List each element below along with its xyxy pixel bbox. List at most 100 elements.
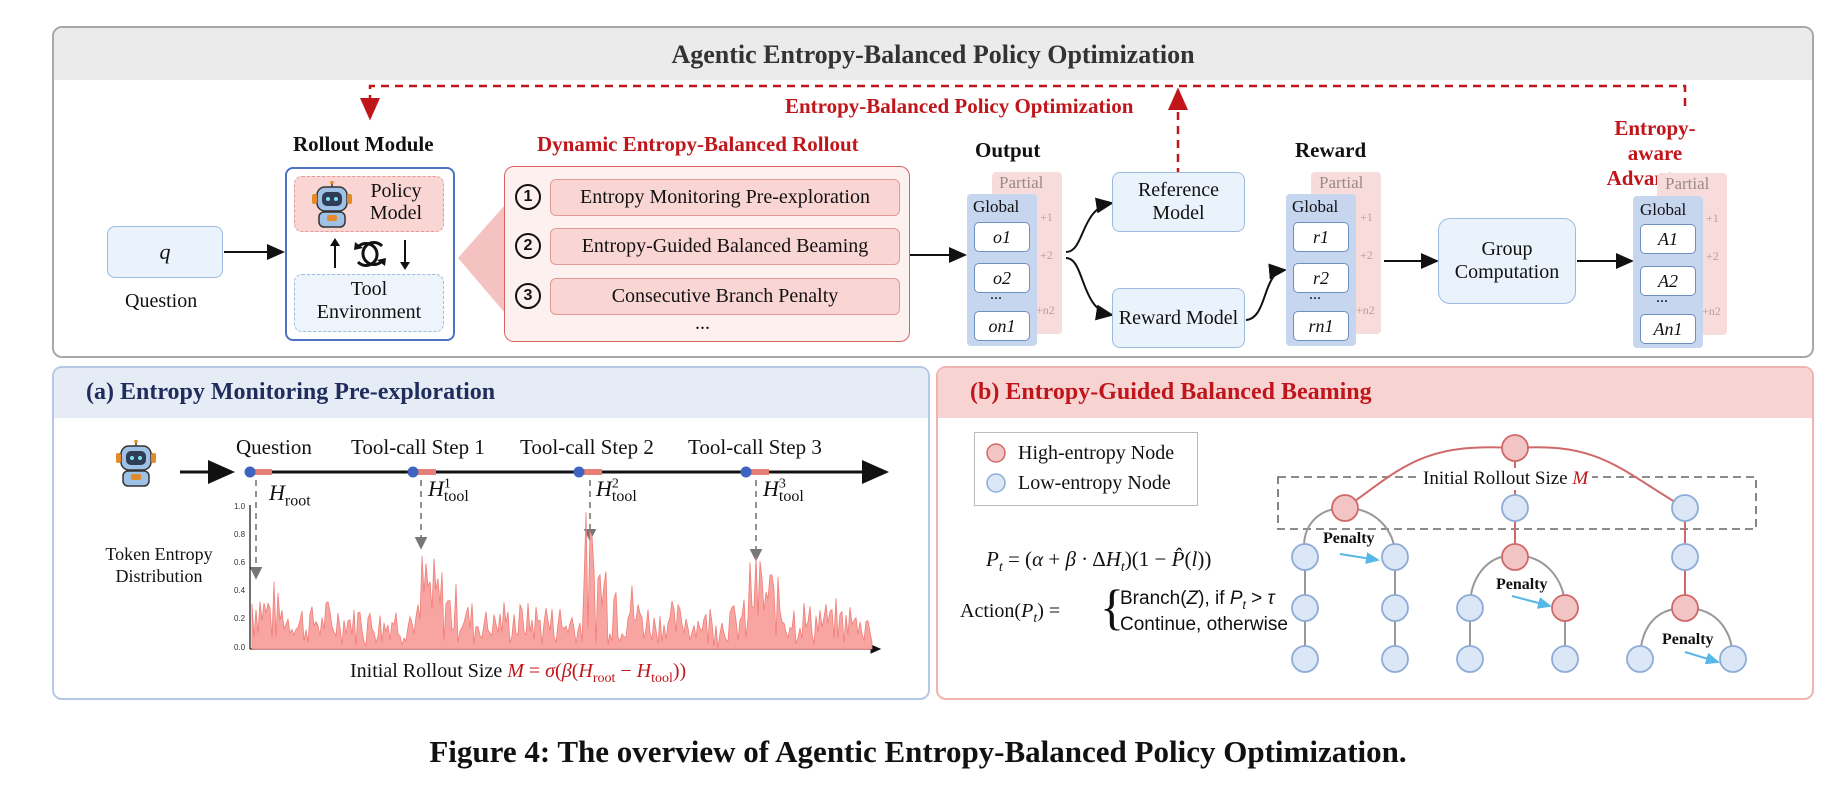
dynamic-rollout-label: Dynamic Entropy-Balanced Rollout xyxy=(537,132,859,156)
entropy-spikes xyxy=(251,512,873,650)
timeline-label-question: Question xyxy=(236,435,312,459)
timeline-label-step1: Tool-call Step 1 xyxy=(351,435,485,459)
panel-a-title: (a) Entropy Monitoring Pre-exploration xyxy=(86,379,496,405)
output-global-label: Global xyxy=(973,197,1020,216)
output-partial-3: +n2 xyxy=(1036,303,1055,317)
reference-model-label: Reference Model xyxy=(1137,179,1220,224)
reward-partial-2: +2 xyxy=(1360,248,1373,262)
y-tick-5: 0.2 xyxy=(234,614,246,623)
legend-high: High-entropy Node xyxy=(1018,442,1175,464)
overview-title: Agentic Entropy-Balanced Policy Optimiza… xyxy=(671,40,1195,69)
action-lhs: Action(Pt) = xyxy=(960,600,1061,626)
y-tick-3: 0.6 xyxy=(234,558,246,567)
y-tick-6: 0.0 xyxy=(234,643,246,652)
figure-caption: Figure 4: The overview of Agentic Entrop… xyxy=(429,734,1407,769)
advantage-partial-3: +n2 xyxy=(1702,304,1721,318)
timeline-label-step3: Tool-call Step 3 xyxy=(688,435,822,459)
reward-item-1: r1 xyxy=(1293,222,1349,252)
overview-connectors xyxy=(224,84,1687,321)
reward-item-2: r2 xyxy=(1293,263,1349,293)
step-2-pill: Entropy-Guided Balanced Beaming xyxy=(550,228,900,265)
policy-model-label: Policy Model xyxy=(366,180,426,224)
action-case1: Branch(Z), if Pt > τ xyxy=(1120,588,1275,612)
ebpo-label: Entropy-Balanced Policy Optimization xyxy=(785,94,1134,118)
penalty-label-3: Penalty xyxy=(1662,631,1714,648)
step-2-number: 2 xyxy=(515,233,541,259)
entropy-label-tool2: H2tool xyxy=(596,476,637,506)
advantage-global-label: Global xyxy=(1640,200,1687,219)
tool-env-label: Tool Environment xyxy=(300,278,438,324)
advantage-item-2: A2 xyxy=(1640,266,1696,296)
action-case2: Continue, otherwise xyxy=(1120,614,1288,635)
advantage-partial-2: +2 xyxy=(1706,249,1719,263)
reward-partial-1: +1 xyxy=(1360,210,1373,224)
legend-markers xyxy=(986,443,1006,493)
reward-item-n: rn1 xyxy=(1293,311,1349,341)
advantage-partial-label: Partial xyxy=(1665,174,1710,193)
robot-icon xyxy=(312,181,352,228)
question-box: q xyxy=(107,226,223,278)
robot-icon-small xyxy=(116,440,156,487)
step-1-pill: Entropy Monitoring Pre-exploration xyxy=(550,179,900,216)
action-brace: { xyxy=(1100,579,1124,635)
panel-b xyxy=(936,366,1814,700)
question-label: Question xyxy=(125,290,198,312)
y-tick-2: 0.8 xyxy=(234,530,246,539)
output-dots: ... xyxy=(990,286,1002,303)
group-computation-box: Group Computation xyxy=(1438,218,1576,304)
output-item-2: o2 xyxy=(974,263,1030,293)
step-3-pill: Consecutive Branch Penalty xyxy=(550,278,900,315)
tool-env-text: Tool Environment xyxy=(316,278,422,323)
group-computation-label: Group Computation xyxy=(1454,238,1560,283)
reward-model-label: Reward Model xyxy=(1118,306,1239,329)
advantage-item-n: An1 xyxy=(1640,314,1696,344)
initial-rollout-label: Initial Rollout Size M xyxy=(1419,468,1593,490)
question-symbol: q xyxy=(159,239,171,265)
rollout-module-label: Rollout Module xyxy=(293,132,434,156)
output-item-n: on1 xyxy=(974,311,1030,341)
output-partial-1: +1 xyxy=(1040,210,1053,224)
initial-rollout-symbol: M xyxy=(1572,468,1589,489)
entropy-timeline-chart xyxy=(180,460,889,654)
entropy-label-tool1: H1tool xyxy=(428,476,469,506)
legend-box xyxy=(974,432,1198,506)
timeline-label-step2: Tool-call Step 2 xyxy=(520,435,654,459)
reward-partial-label: Partial xyxy=(1319,173,1364,192)
entropy-label-tool3: H3tool xyxy=(763,476,804,506)
output-item-1: o1 xyxy=(974,222,1030,252)
output-partial-2: +2 xyxy=(1040,248,1053,262)
reward-global-label: Global xyxy=(1292,197,1339,216)
reward-partial-3: +n2 xyxy=(1356,303,1375,317)
advantage-partial-1: +1 xyxy=(1706,211,1719,225)
panel-b-title: (b) Entropy-Guided Balanced Beaming xyxy=(970,379,1372,405)
panel-a xyxy=(52,366,930,700)
legend-low: Low-entropy Node xyxy=(1018,472,1171,494)
overview-title-bar xyxy=(54,28,1812,80)
tool-env-box xyxy=(294,274,444,332)
token-entropy-label: Token Entropy Distribution xyxy=(92,544,226,587)
formula-p: Pt = (α + β · ΔHt)(1 − P̂(l)) xyxy=(986,547,1212,576)
steps-ellipsis: ... xyxy=(695,312,710,334)
penalty-label-2: Penalty xyxy=(1496,576,1548,593)
entropy-label-root: Hroot xyxy=(269,480,311,510)
y-tick-4: 0.4 xyxy=(234,586,246,595)
initial-rollout-text: Initial Rollout Size xyxy=(1423,468,1568,489)
panel-a-formula: Initial Rollout Size M = σ(β(Hroot − Hto… xyxy=(350,660,687,686)
panel-b-header xyxy=(938,368,1812,418)
cycle-icon xyxy=(330,238,410,270)
output-label: Output xyxy=(975,138,1041,162)
advantage-dots: ... xyxy=(1656,289,1668,306)
reward-model-box: Reward Model xyxy=(1112,288,1245,348)
reward-dots: ... xyxy=(1309,286,1321,303)
step-3-number: 3 xyxy=(515,283,541,309)
penalty-label-1: Penalty xyxy=(1323,530,1375,547)
step-1-number: 1 xyxy=(515,184,541,210)
reference-model-box: Reference Model xyxy=(1112,172,1245,232)
reward-label: Reward xyxy=(1295,138,1367,162)
advantage-item-1: A1 xyxy=(1640,224,1696,254)
panel-a-header xyxy=(54,368,928,418)
token-entropy-text: Token Entropy Distribution xyxy=(105,544,213,586)
output-partial-label: Partial xyxy=(999,173,1044,192)
policy-model-text: Policy Model xyxy=(369,180,423,224)
overview-panel xyxy=(52,26,1814,358)
